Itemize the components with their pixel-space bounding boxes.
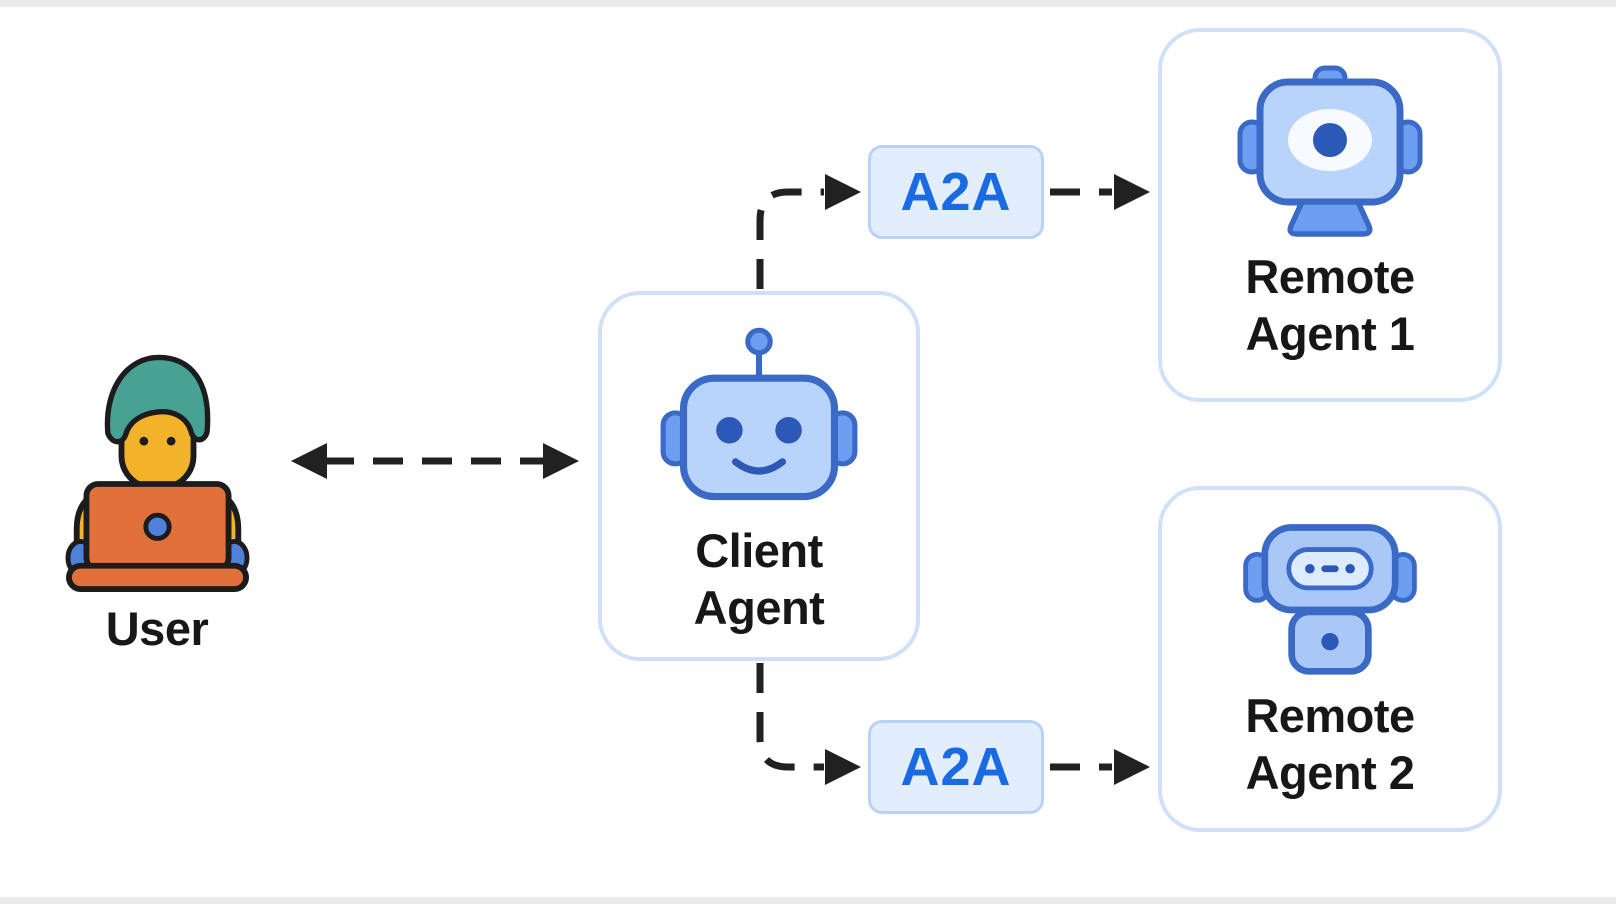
smile	[731, 458, 787, 475]
visor-dot-right	[1345, 563, 1355, 574]
pedestal	[1287, 199, 1373, 237]
robot-head	[679, 374, 839, 501]
client-agent-node: Client Agent	[598, 291, 920, 661]
visor-dot-left	[1305, 563, 1315, 574]
right-eye	[775, 416, 802, 444]
arrow-client-to-a2a-bottom	[756, 663, 861, 785]
user-node: User	[62, 338, 252, 656]
arrow-a2a-top-to-remote1	[1050, 174, 1150, 210]
right-eye	[166, 436, 176, 446]
user-label: User	[105, 602, 209, 655]
laptop-base	[65, 562, 249, 593]
a2a-badge-top-label: A2A	[900, 162, 1012, 222]
client-agent-label-line1: Client	[695, 524, 823, 577]
bottom-edge-strip	[0, 897, 1616, 904]
laptop-logo	[142, 512, 172, 541]
antenna-ball	[745, 327, 773, 356]
robot-visor-icon	[1243, 524, 1417, 675]
left-eye	[138, 436, 148, 446]
arrow-client-to-a2a-top	[756, 174, 861, 289]
remote-agent-2-label-line2: Agent 2	[1245, 746, 1415, 800]
person-at-laptop-icon	[65, 354, 249, 593]
remote-agent-2-label-line1: Remote	[1245, 689, 1415, 742]
remote-agent-1-node: Remote Agent 1	[1158, 28, 1502, 402]
remote-agent-1-label: Remote Agent 1	[1245, 248, 1415, 363]
robot-head-antenna-icon	[660, 327, 858, 501]
a2a-badge-top: A2A	[868, 145, 1044, 239]
hair	[104, 354, 210, 445]
robot-camera-eye-icon	[1237, 65, 1423, 237]
remote-agent-2-label: Remote Agent 2	[1245, 687, 1415, 802]
remote-agent-1-label-line2: Agent 1	[1245, 307, 1415, 361]
arrow-user-client-bidirectional	[291, 443, 579, 479]
a2a-badge-bottom-label: A2A	[900, 737, 1012, 797]
arrow-a2a-bottom-to-remote2	[1050, 749, 1150, 785]
top-edge-strip	[0, 0, 1616, 7]
a2a-badge-bottom: A2A	[868, 720, 1044, 814]
remote-agent-2-node: Remote Agent 2	[1158, 486, 1502, 832]
visor-dash	[1321, 565, 1339, 573]
eye-pupil	[1313, 123, 1347, 157]
left-eye	[716, 416, 743, 444]
client-agent-label: Client Agent	[694, 522, 825, 637]
remote-agent-1-label-line1: Remote	[1245, 250, 1415, 303]
client-agent-label-line2: Agent	[693, 581, 825, 635]
body-dot	[1321, 632, 1339, 651]
